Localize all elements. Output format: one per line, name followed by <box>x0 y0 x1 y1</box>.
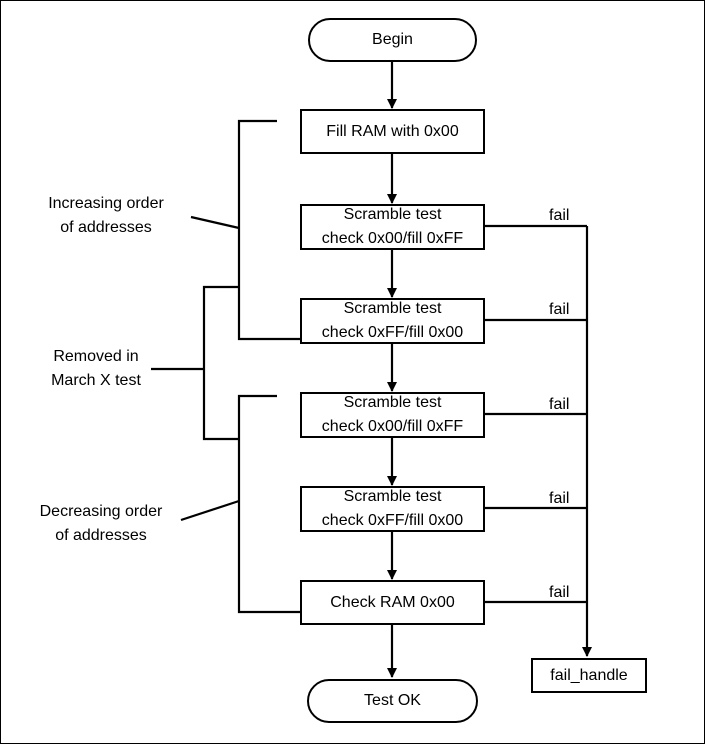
annotation-line: Removed in <box>53 348 139 365</box>
scramble-test-node-4: Scramble test check 0xFF/fill 0x00 <box>300 486 485 532</box>
bracket-removed <box>202 285 239 441</box>
annotation-line: March X test <box>51 372 141 389</box>
bracket-decreasing <box>237 394 300 614</box>
annotation-increasing-order: Increasing order of addresses <box>21 192 191 240</box>
fail-handle-node: fail_handle <box>531 658 647 693</box>
scramble-test-title: Scramble test <box>343 488 442 505</box>
scramble-test-title: Scramble test <box>343 300 442 317</box>
begin-label: Begin <box>372 31 413 48</box>
fill-ram-node: Fill RAM with 0x00 <box>300 109 485 154</box>
fail-handle-label: fail_handle <box>550 666 628 684</box>
scramble-test-title: Scramble test <box>343 394 442 411</box>
scramble-test-detail: check 0x00/fill 0xFF <box>321 230 464 247</box>
scramble-test-node-3: Scramble test check 0x00/fill 0xFF <box>300 392 485 438</box>
fail-label-2: fail <box>549 301 570 318</box>
scramble-test-detail: check 0xFF/fill 0x00 <box>321 512 464 529</box>
scramble-test-node-2: Scramble test check 0xFF/fill 0x00 <box>300 298 485 344</box>
fail-label-5: fail <box>549 584 570 601</box>
test-ok-label: Test OK <box>364 692 421 709</box>
check-ram-node: Check RAM 0x00 <box>300 580 485 625</box>
scramble-test-detail: check 0x00/fill 0xFF <box>321 418 464 435</box>
fail-label-4: fail <box>549 490 570 507</box>
fail-label-3: fail <box>549 396 570 413</box>
begin-node: Begin <box>308 18 477 62</box>
leader-decreasing <box>180 499 240 522</box>
fail-label-1: fail <box>549 207 570 224</box>
bracket-increasing <box>237 119 300 341</box>
check-ram-label: Check RAM 0x00 <box>330 593 455 611</box>
annotation-line: of addresses <box>55 527 147 544</box>
annotation-removed-march-x: Removed in March X test <box>26 345 166 393</box>
scramble-test-node-1: Scramble test check 0x00/fill 0xFF <box>300 204 485 250</box>
annotation-line: Decreasing order <box>39 503 163 520</box>
annotation-line: Increasing order <box>48 195 164 212</box>
annotation-decreasing-order: Decreasing order of addresses <box>16 500 186 548</box>
annotation-line: of addresses <box>60 219 152 236</box>
fill-ram-label: Fill RAM with 0x00 <box>326 122 459 140</box>
leader-increasing <box>190 215 240 230</box>
test-ok-node: Test OK <box>307 679 478 723</box>
scramble-test-title: Scramble test <box>343 206 442 223</box>
scramble-test-detail: check 0xFF/fill 0x00 <box>321 324 464 341</box>
